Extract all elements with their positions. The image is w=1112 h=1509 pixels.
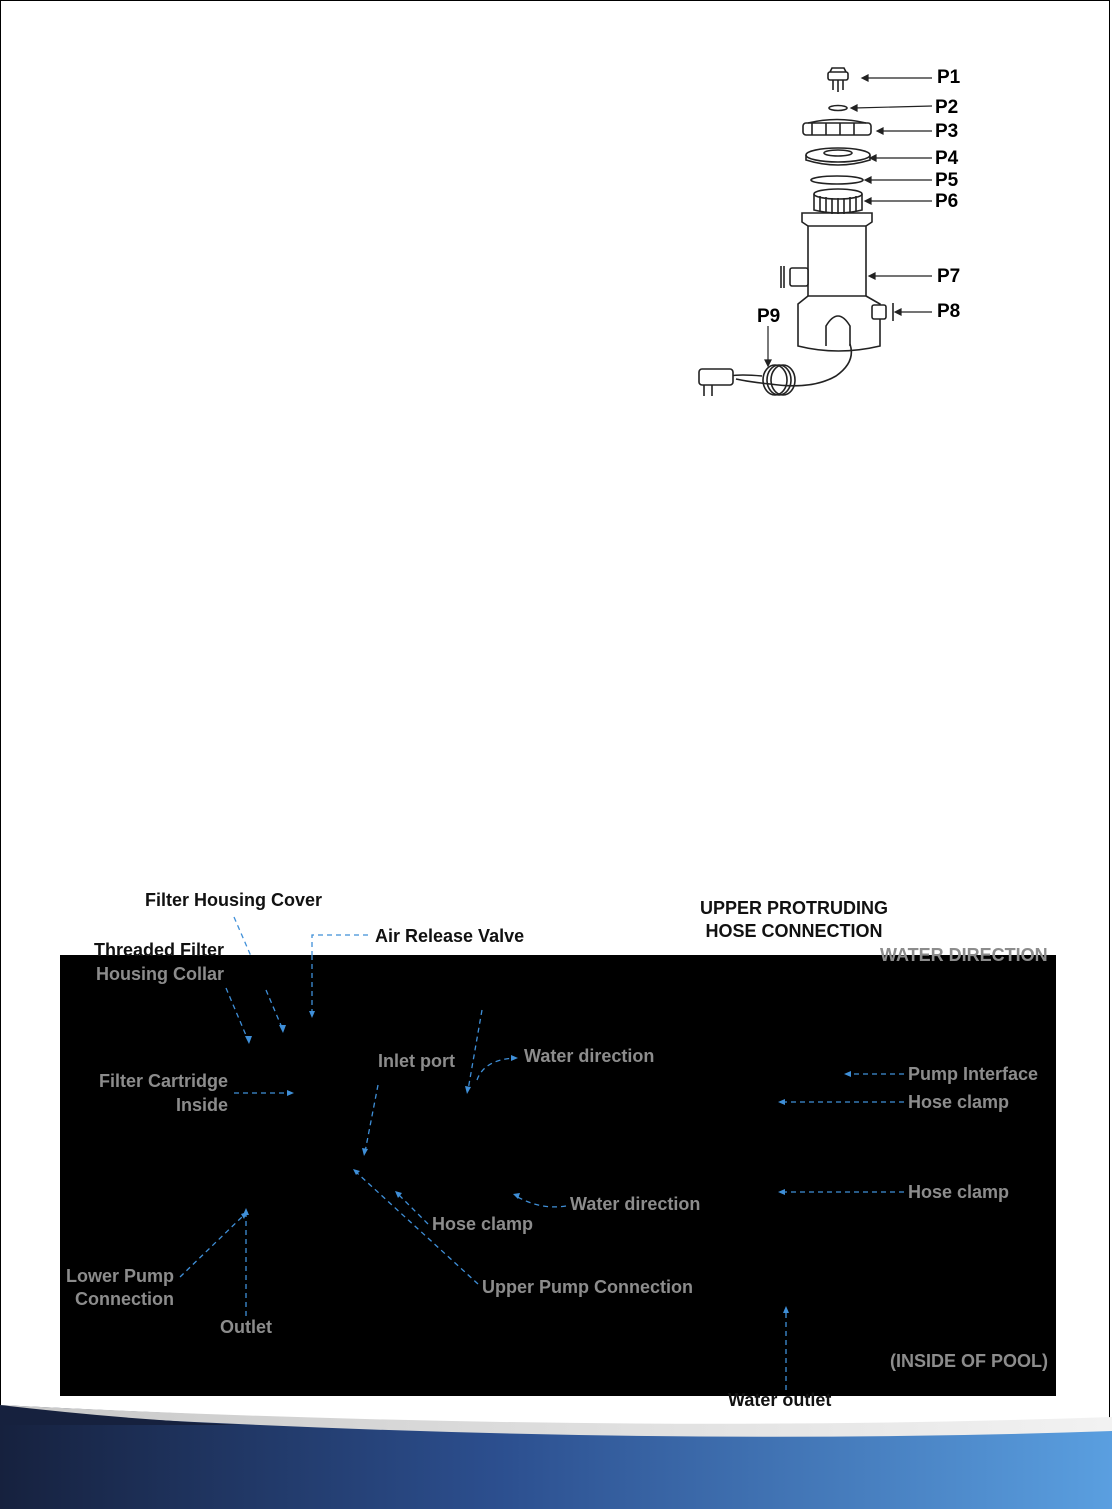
footer-band [0,1405,1112,1509]
label-hose-clamp-3: Hose clamp [432,1214,534,1234]
label-water-direction-caps: WATER DIRECTION [880,945,1048,965]
arrow-heads [241,1011,851,1313]
label-upper-hose-line2: HOSE CONNECTION [705,921,883,941]
label-upper-pump-connection: Upper Pump Connection [482,1277,693,1297]
label-outlet: Outlet [220,1317,272,1337]
o-ring-large-icon [810,175,864,185]
air-release-knob-icon [827,67,849,92]
label-air-release-valve: Air Release Valve [375,926,525,946]
part-label-p5: P5 [935,170,959,191]
part-label-p1: P1 [937,67,961,88]
housing-cover-icon [805,147,871,166]
label-hose-clamp-2: Hose clamp [908,1182,1010,1202]
label-hose-clamp-1: Hose clamp [908,1092,1010,1112]
label-threaded-collar-line2: Housing Collar [95,964,224,984]
threaded-collar-icon [802,118,872,136]
part-label-p2: P2 [935,97,959,118]
label-inside-of-pool: (INSIDE OF POOL) [890,1351,1049,1371]
filter-housing-icon [780,212,894,352]
label-lower-pump-line2: Connection [75,1289,174,1309]
label-pump-interface: Pump Interface [908,1064,1039,1084]
connection-diagram-panel [60,955,1056,1396]
part-label-p7: P7 [937,266,961,287]
part-label-p9: P9 [757,306,781,327]
filter-pump-drawing [698,67,894,396]
part-label-p3: P3 [935,121,959,142]
label-inlet-port: Inlet port [378,1051,455,1071]
label-filter-cartridge-line1: Filter Cartridge [98,1071,228,1091]
label-filter-cartridge-line2: Inside [175,1095,228,1115]
label-water-direction-1: Water direction [524,1046,655,1066]
label-water-direction-2: Water direction [570,1194,701,1214]
power-cord-icon [698,343,853,396]
label-upper-hose-line1: UPPER PROTRUDING [699,898,888,918]
label-filter-housing-cover: Filter Housing Cover [145,890,323,910]
part-leader-lines [764,74,933,368]
part-label-p4: P4 [935,148,959,169]
label-threaded-collar-line1: Threaded Filter [93,940,224,960]
part-label-p6: P6 [935,191,959,212]
label-water-outlet: Water outlet [728,1390,832,1410]
o-ring-small-icon [828,104,848,112]
label-lower-pump-line1: Lower Pump [65,1266,174,1286]
part-label-p8: P8 [937,301,961,322]
